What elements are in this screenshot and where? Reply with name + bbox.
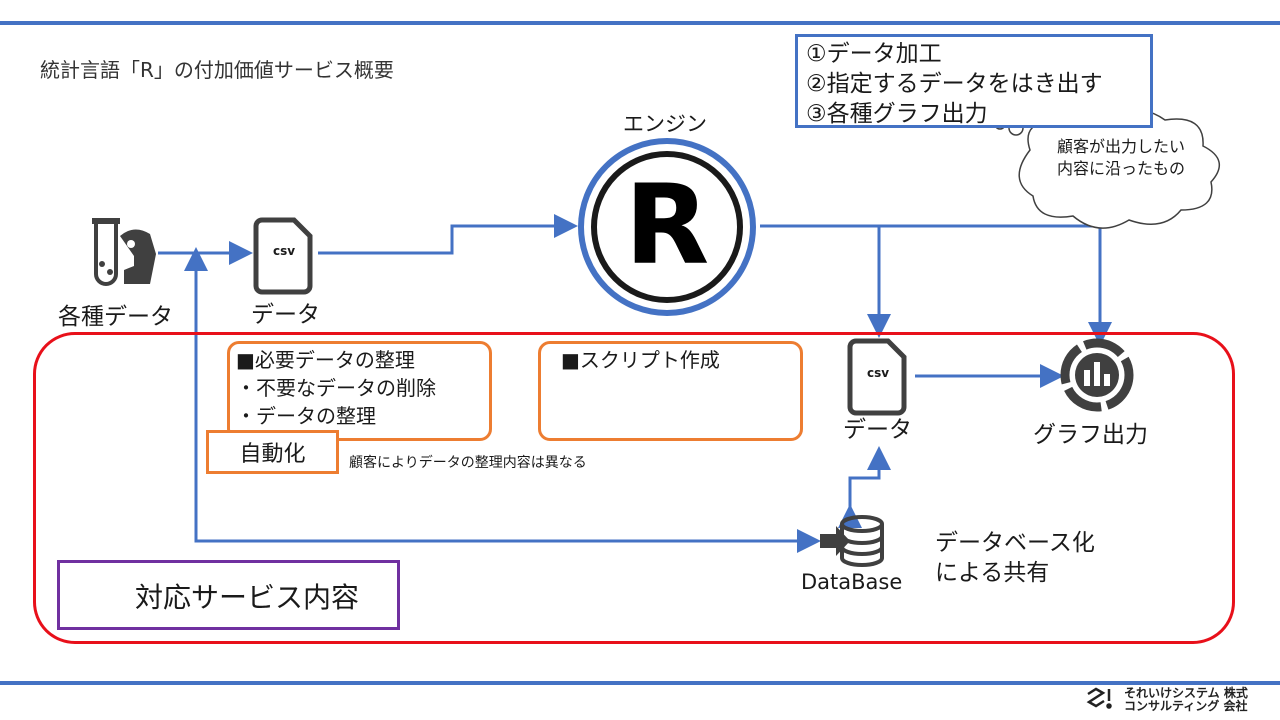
step-3: ③各種グラフ出力	[806, 101, 988, 127]
page-title: 統計言語「R」の付加価値サービス概要	[40, 58, 394, 82]
service-scope-frame	[33, 332, 1235, 644]
cloud-line-1: 顧客が出力したい	[1056, 137, 1185, 156]
service-content-label: 対応サービス内容	[135, 581, 360, 614]
organize-note: 顧客によりデータの整理内容は異なる	[349, 455, 587, 471]
automation-box: 自動化	[206, 430, 339, 474]
processing-steps-box: ①データ加工 ②指定するデータをはき出す ③各種グラフ出力	[795, 34, 1153, 128]
footer-logo-icon	[1086, 687, 1112, 709]
footer-line-1: それいけシステム 株式	[1124, 686, 1248, 700]
step-2: ②指定するデータをはき出す	[806, 71, 1103, 97]
arrow-engine-to-csv	[760, 224, 891, 338]
service-content-box: 対応サービス内容	[57, 560, 400, 630]
r-letter: R	[624, 161, 710, 289]
bottom-rule	[0, 681, 1280, 685]
db-share-text: データベース化 による共有	[935, 528, 1095, 588]
database-label: DataBase	[801, 570, 903, 594]
footer-company-name: それいけシステム 株式 コンサルティング 会社	[1124, 687, 1248, 713]
organize-line-1: ■必要データの整理	[236, 348, 415, 372]
csv-top-label: データ	[251, 302, 320, 328]
top-rule	[0, 21, 1280, 25]
footer-line-2: コンサルティング 会社	[1124, 699, 1248, 713]
arrow-csv-to-engine	[318, 214, 578, 255]
db-share-line-1: データベース化	[935, 530, 1095, 556]
csv-icon-text-top: csv	[272, 244, 296, 258]
csv-bottom-label: データ	[843, 417, 912, 443]
data-organize-box: ■必要データの整理 ・不要なデータの削除 ・データの整理	[227, 341, 492, 441]
arrow-engine-to-graph	[760, 224, 1112, 346]
source-data-label: 各種データ	[58, 304, 173, 330]
r-engine-icon	[578, 138, 756, 316]
graph-output-label: グラフ出力	[1033, 422, 1148, 448]
csv-icon-text-bottom: csv	[866, 366, 890, 380]
chart-icon	[1060, 338, 1134, 412]
script-box: ■スクリプト作成	[538, 341, 803, 441]
arrow-db-csv	[838, 446, 891, 528]
database-icon	[820, 515, 884, 567]
script-line: ■スクリプト作成	[561, 348, 720, 372]
organize-line-2: ・不要なデータの削除	[236, 376, 436, 400]
csv-file-icon-top	[253, 217, 313, 295]
engine-label: エンジン	[623, 112, 707, 136]
cloud-text: 顧客が出力したい 内容に沿ったもの	[1016, 136, 1226, 180]
csv-file-icon-bottom	[847, 338, 907, 416]
step-1: ①データ加工	[806, 41, 942, 67]
organize-line-3: ・データの整理	[236, 404, 376, 428]
test-tube-icon	[92, 218, 156, 286]
arrow-feedback	[194, 253, 821, 553]
cloud-line-2: 内容に沿ったもの	[1056, 159, 1185, 178]
db-share-line-2: による共有	[935, 560, 1050, 586]
